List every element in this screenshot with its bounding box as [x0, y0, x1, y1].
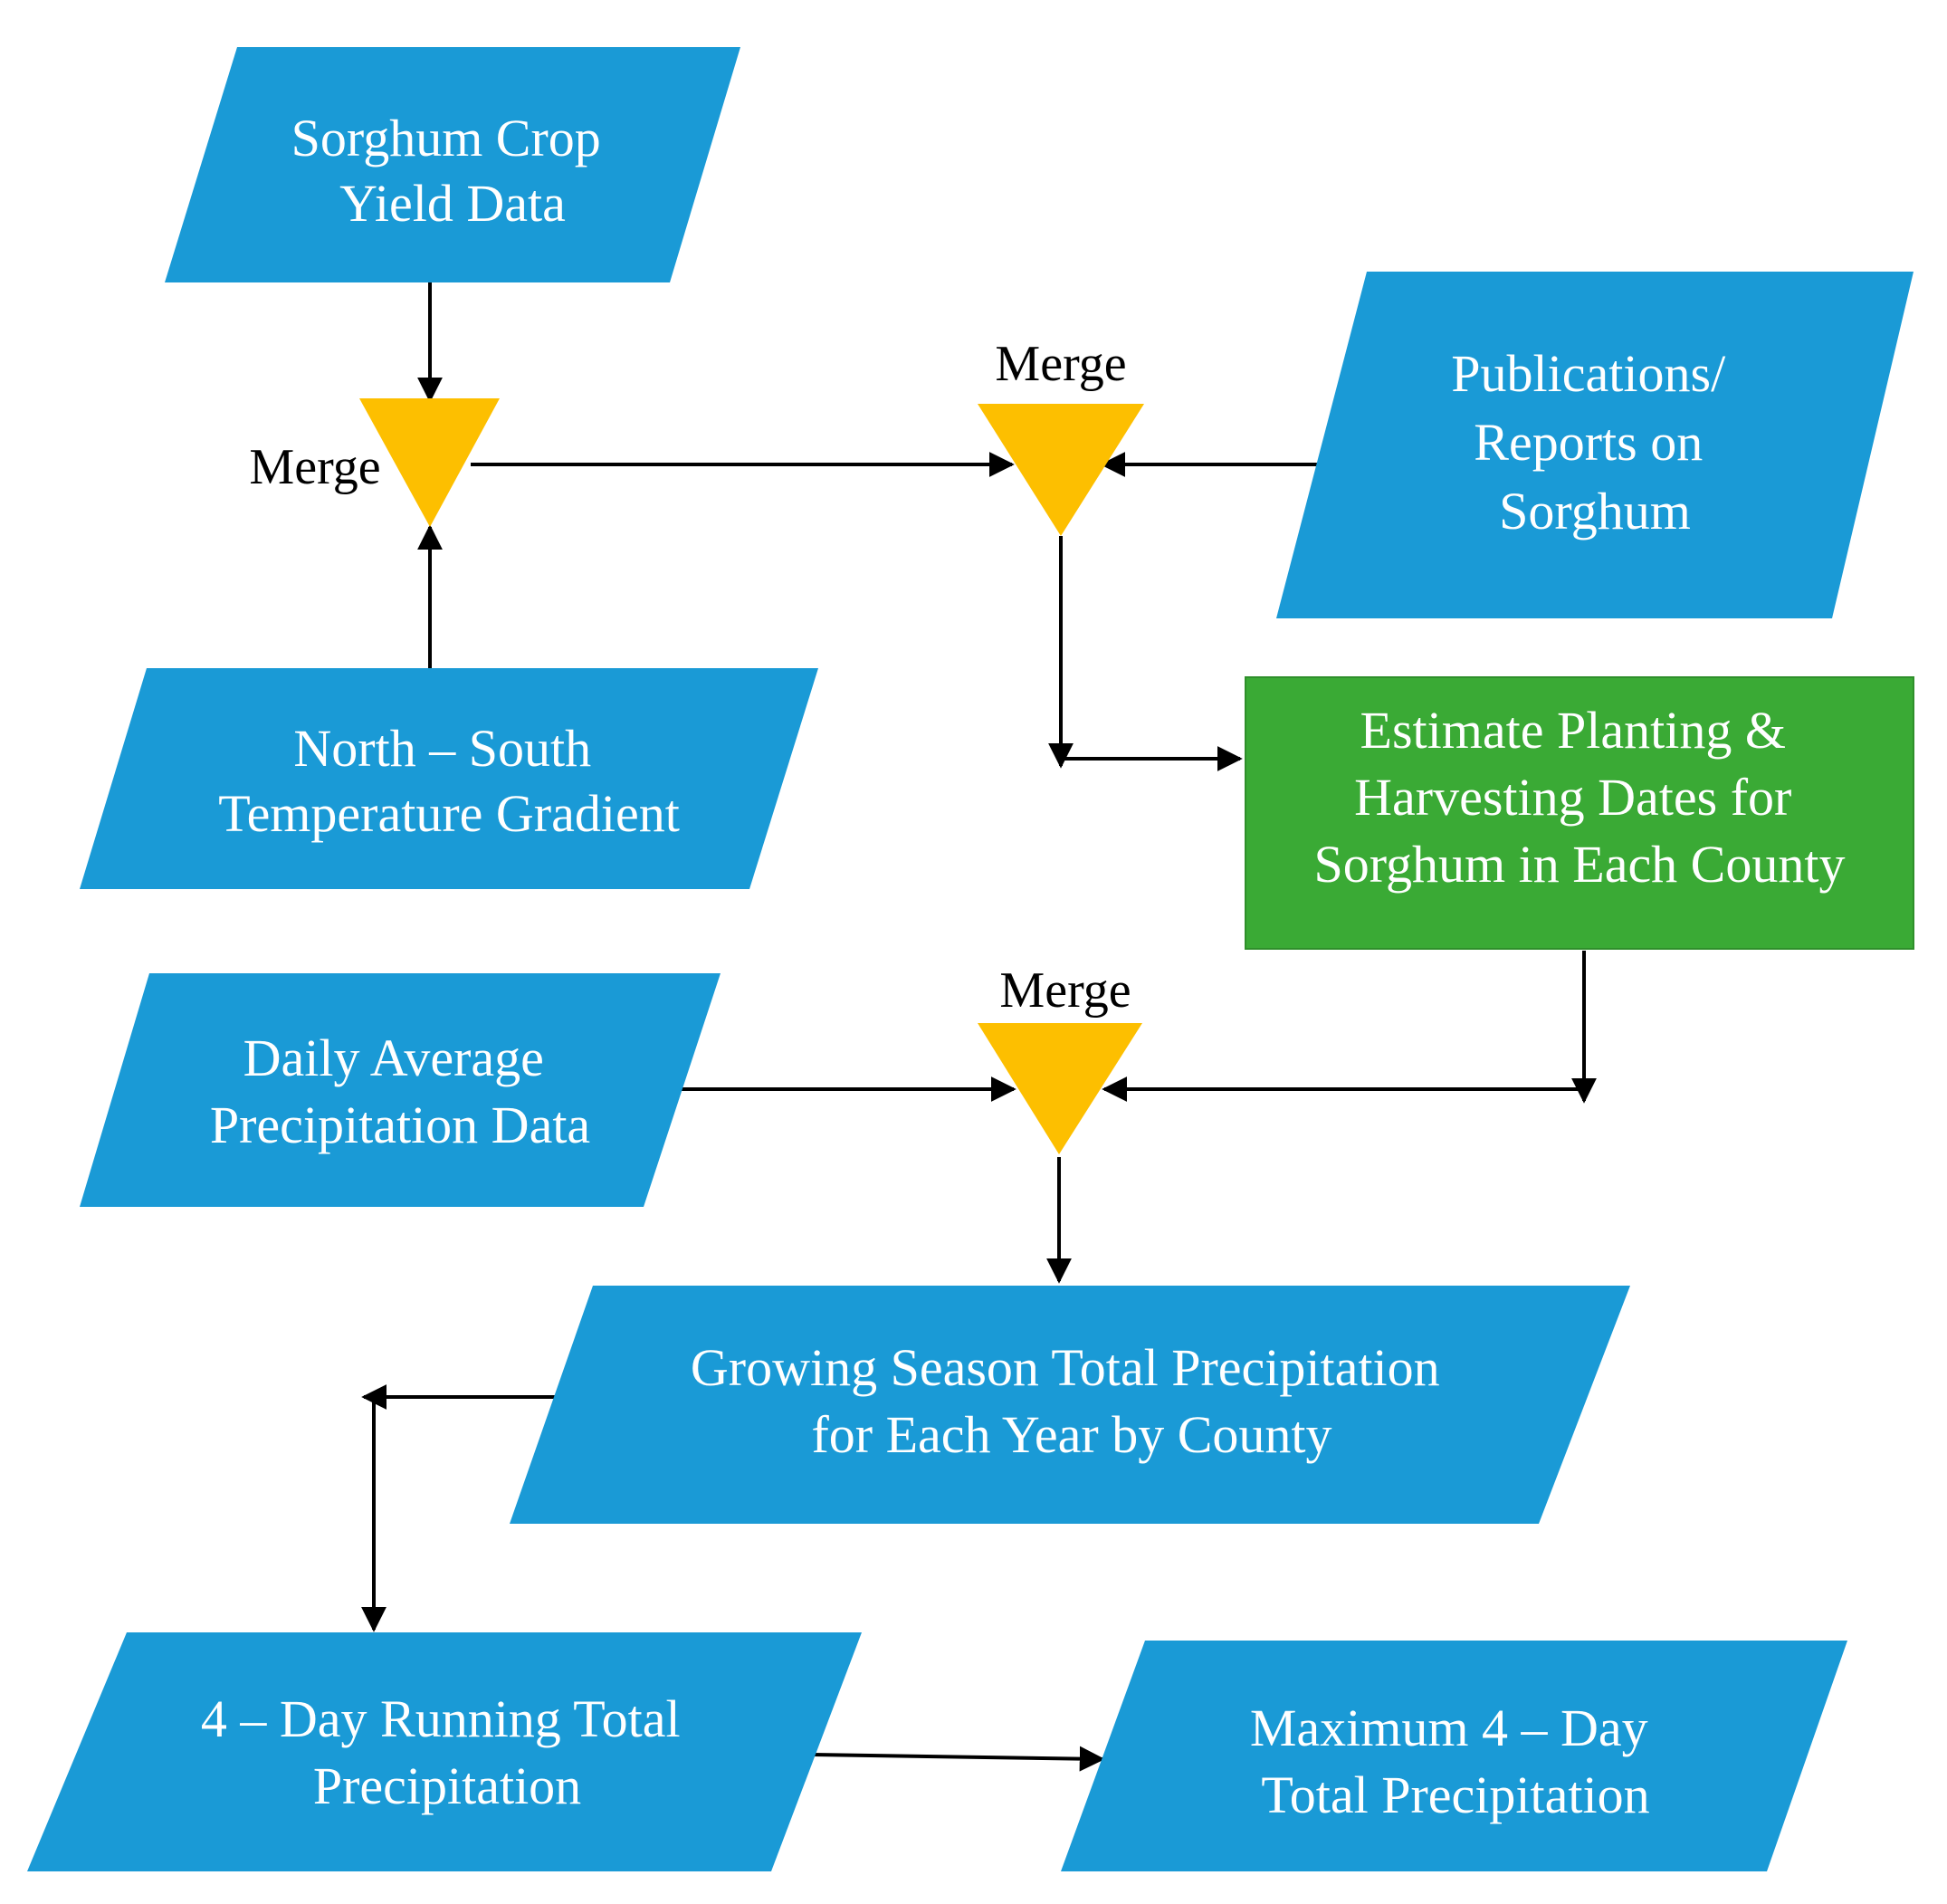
label-line: Publications/ — [1451, 344, 1726, 403]
data-parallelogram — [27, 1632, 862, 1871]
node-running-total: 4 – Day Running Total Precipitation — [27, 1632, 862, 1871]
label-line: Temperature Gradient — [218, 784, 680, 843]
merge-triangle — [978, 1023, 1142, 1154]
data-parallelogram — [1276, 272, 1914, 618]
label-line: Growing Season Total Precipitation — [691, 1338, 1440, 1397]
label-line: Harvesting Dates for — [1354, 768, 1791, 827]
node-daily-precipitation: Daily Average Precipitation Data — [80, 973, 721, 1207]
label-line: Reports on — [1474, 413, 1703, 472]
label-line: for Each Year by County — [811, 1405, 1331, 1464]
node-label: Growing Season Total Precipitation for E… — [691, 1338, 1453, 1464]
connectors — [361, 282, 1597, 1772]
node-publications: Publications/ Reports on Sorghum — [1276, 272, 1914, 618]
merge-label: Merge — [995, 336, 1126, 392]
merge-label: Merge — [249, 439, 380, 495]
node-label: Sorghum Crop Yield Data — [291, 109, 615, 233]
merge-node-1: Merge — [249, 398, 500, 527]
label-line: Yield Data — [339, 174, 566, 233]
process-rectangle — [1245, 676, 1914, 950]
label-line: Precipitation — [313, 1756, 581, 1815]
merge-triangle — [978, 404, 1144, 536]
node-growing-season: Growing Season Total Precipitation for E… — [510, 1286, 1630, 1524]
node-label: Maximum 4 – Day Total Precipitation — [1250, 1698, 1661, 1824]
node-label: Estimate Planting & Harvesting Dates for… — [1314, 701, 1846, 894]
node-label: 4 – Day Running Total Precipitation — [201, 1689, 693, 1815]
label-line: Total Precipitation — [1261, 1765, 1649, 1824]
label-line: Maximum 4 – Day — [1250, 1698, 1648, 1757]
node-temperature-gradient: North – South Temperature Gradient — [80, 668, 818, 889]
data-parallelogram — [165, 47, 740, 282]
label-line: Sorghum Crop — [291, 109, 601, 167]
label-line: Daily Average — [243, 1029, 544, 1087]
label-line: Sorghum in Each County — [1314, 835, 1846, 894]
node-estimate-dates: Estimate Planting & Harvesting Dates for… — [1245, 676, 1914, 950]
node-label: North – South Temperature Gradient — [218, 719, 680, 843]
data-parallelogram — [1061, 1641, 1847, 1871]
node-sorghum-yield: Sorghum Crop Yield Data — [165, 47, 740, 282]
data-parallelogram — [80, 668, 818, 889]
node-label: Daily Average Precipitation Data — [210, 1029, 590, 1154]
node-maximum-total: Maximum 4 – Day Total Precipitation — [1061, 1641, 1847, 1871]
label-line: Sorghum — [1499, 482, 1691, 541]
label-line: Precipitation Data — [210, 1096, 590, 1154]
data-parallelogram — [510, 1286, 1630, 1524]
merge-label: Merge — [999, 962, 1131, 1019]
label-line: Estimate Planting & — [1360, 701, 1786, 760]
label-line: North – South — [293, 719, 591, 778]
node-label: Publications/ Reports on Sorghum — [1451, 344, 1738, 541]
merge-triangle — [359, 398, 500, 527]
label-line: 4 – Day Running Total — [201, 1689, 681, 1748]
merge-node-2: Merge — [978, 336, 1144, 536]
data-parallelogram — [80, 973, 721, 1207]
merge-node-3: Merge — [978, 962, 1142, 1154]
connector-running-to-maximum — [812, 1746, 1105, 1772]
